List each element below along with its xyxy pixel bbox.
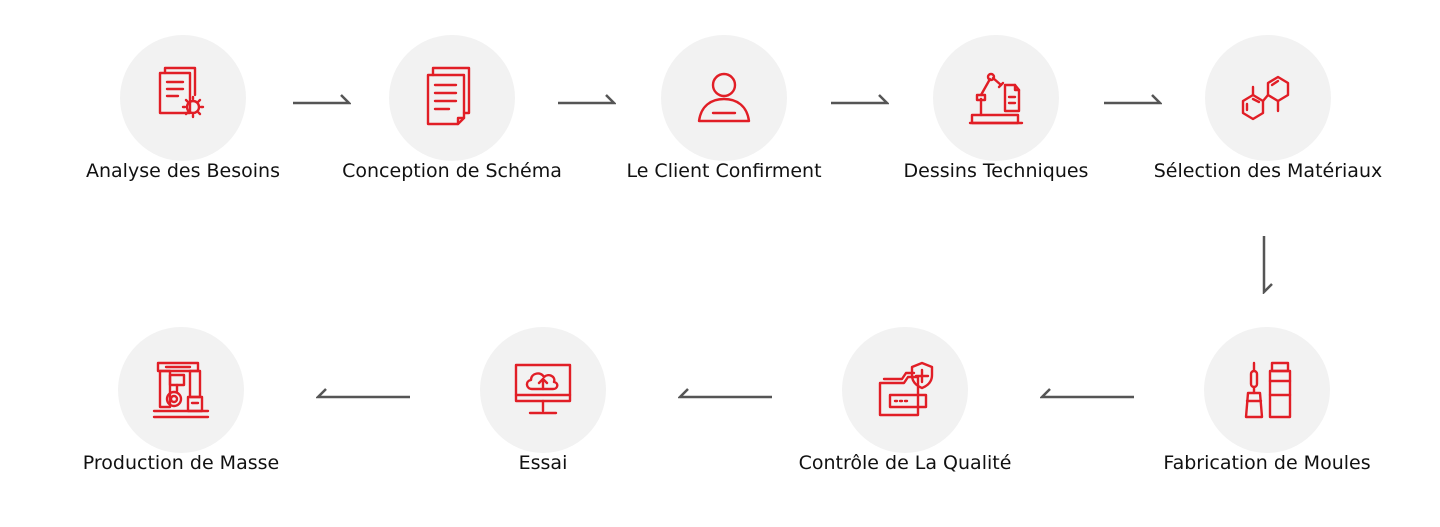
arrow-left-1 xyxy=(1040,386,1136,400)
step-circle xyxy=(1204,327,1330,453)
arrow-right-icon xyxy=(293,94,351,105)
step-circle xyxy=(480,327,606,453)
step-label: Fabrication de Moules xyxy=(1163,452,1371,474)
step-label: Conception de Schéma xyxy=(342,160,562,182)
arrow-left-2 xyxy=(678,386,774,400)
cosmetic-bottles-icon xyxy=(1244,361,1292,419)
step-label: Le Client Confirment xyxy=(626,160,822,182)
machine-icon xyxy=(152,361,210,419)
step-label: Analyse des Besoins xyxy=(86,160,280,182)
step-label: Production de Masse xyxy=(82,452,280,474)
arrow-right-3 xyxy=(831,92,889,106)
arrow-down-icon xyxy=(1262,236,1273,294)
step-circle xyxy=(389,35,515,161)
document-gear-icon xyxy=(158,66,205,119)
arrow-right-icon xyxy=(1104,94,1162,105)
arrow-left-icon xyxy=(678,388,772,399)
robot-arm-document-icon xyxy=(968,72,1024,125)
step-circle xyxy=(842,327,968,453)
step-label: Essai xyxy=(518,452,568,474)
arrow-left-icon xyxy=(316,388,410,399)
arrow-right-2 xyxy=(558,92,616,106)
arrow-right-1 xyxy=(293,92,351,106)
step-circle xyxy=(120,35,246,161)
step-circle xyxy=(661,35,787,161)
arrow-left-3 xyxy=(316,386,412,400)
documents-icon xyxy=(426,66,471,126)
person-icon xyxy=(697,72,751,123)
step-label: Contrôle de La Qualité xyxy=(798,452,1012,474)
arrow-right-icon xyxy=(558,94,616,105)
step-label: Dessins Techniques xyxy=(903,160,1089,182)
step-circle xyxy=(933,35,1059,161)
step-circle xyxy=(118,327,244,453)
monitor-cloud-upload-icon xyxy=(514,363,572,415)
molecule-icon xyxy=(1241,75,1290,121)
folder-shield-icon xyxy=(878,361,934,417)
arrow-right-icon xyxy=(831,94,889,105)
arrow-down xyxy=(1261,236,1275,294)
step-circle xyxy=(1205,35,1331,161)
arrow-right-4 xyxy=(1104,92,1162,106)
arrow-left-icon xyxy=(1040,388,1134,399)
step-label: Sélection des Matériaux xyxy=(1153,160,1383,182)
